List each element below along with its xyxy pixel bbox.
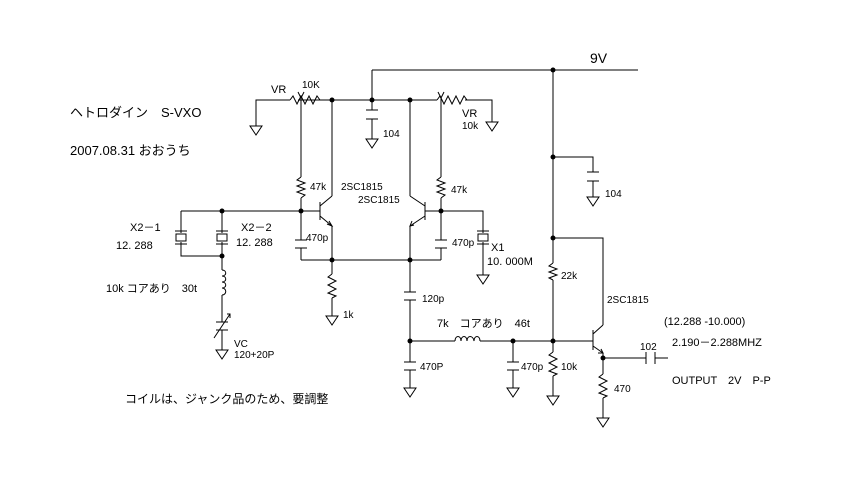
- junction: [369, 97, 375, 103]
- capacitor-470p-mid: [435, 239, 447, 249]
- label-freq-calc: (12.288 -10.000): [664, 316, 745, 328]
- transistor-left: [319, 195, 334, 228]
- ground-icon: [485, 121, 499, 132]
- junction: [550, 338, 556, 344]
- junction: [407, 97, 413, 103]
- ground-icon: [215, 349, 229, 360]
- junction: [298, 208, 304, 214]
- coil-note: コイルは、ジャンク品のため、要調整: [125, 391, 328, 406]
- label-vc-value: 120+20P: [234, 350, 275, 361]
- resistor-47k-left: [295, 176, 307, 199]
- label-cap-mid: 470p: [452, 238, 475, 249]
- ground-icon: [476, 274, 490, 285]
- label-cap-left: 470p: [306, 233, 329, 244]
- capacitor-120p: [404, 291, 416, 301]
- junction: [550, 154, 556, 160]
- label-vr-right: VR: [462, 108, 477, 120]
- label-output: OUTPUT 2V P-P: [672, 375, 771, 387]
- junction: [219, 208, 225, 214]
- label-tr-right: 2SC1815: [358, 195, 400, 206]
- label-x2-2-freq: 12. 288: [236, 237, 273, 249]
- crystals: [175, 230, 489, 245]
- crystal-x2-2: [216, 230, 228, 245]
- junction: [407, 257, 413, 263]
- ground-icon: [506, 387, 520, 398]
- transistor-output: [592, 324, 604, 354]
- label-vr-left-value: 10K: [302, 80, 320, 91]
- date-author: 2007.08.31 おおうち: [70, 143, 191, 158]
- label-x1: X1: [491, 242, 504, 254]
- junction: [600, 355, 606, 361]
- supply-voltage: 9V: [590, 50, 608, 66]
- capacitors: [295, 109, 656, 371]
- ground-icon: [546, 395, 560, 406]
- label-vc: VC: [234, 339, 248, 350]
- ground-icon: [586, 196, 600, 207]
- crystal-x1: [477, 230, 489, 245]
- label-r-470: 470: [614, 384, 631, 395]
- label-r-emitter: 1k: [343, 310, 355, 321]
- label-cap-right: 104: [605, 189, 622, 200]
- label-cap-120p: 120p: [422, 294, 445, 305]
- label-vr-right-value: 10k: [462, 121, 479, 132]
- resistor-vr-left: [289, 91, 321, 106]
- label-r-right-base: 47k: [451, 185, 468, 196]
- transistor-right: [409, 195, 426, 227]
- junction: [329, 97, 335, 103]
- junction: [219, 253, 225, 259]
- resistor-1k: [326, 273, 338, 299]
- ground-icon: [249, 125, 263, 136]
- label-cap-top: 104: [383, 129, 400, 140]
- label-r-22k: 22k: [561, 271, 578, 282]
- label-x2-2: X2－2: [241, 222, 272, 234]
- label-tr-output: 2SC1815: [607, 295, 649, 306]
- capacitor-470p-out: [507, 361, 519, 371]
- ground-icon: [325, 315, 339, 326]
- resistor-470: [597, 373, 609, 399]
- junctions: [219, 67, 606, 361]
- label-coil-left: 10k コアあり 30t: [106, 282, 197, 295]
- label-x1-freq: 10. 000M: [487, 256, 533, 268]
- labels: ヘトロダイン S-VXO 2007.08.31 おおうち コイルは、ジャンク品の…: [70, 50, 771, 406]
- resistor-10k: [547, 351, 559, 377]
- label-r-left-base: 47k: [310, 182, 327, 193]
- label-vr-left: VR: [271, 84, 286, 96]
- label-r-10k: 10k: [561, 362, 578, 373]
- label-coil-right: 7k コアあり 46t: [437, 317, 530, 330]
- capacitor-470p-left: [295, 239, 307, 249]
- ground-icon: [403, 387, 417, 398]
- resistor-47k-right: [435, 176, 447, 199]
- variable-capacitor-vc: [213, 313, 231, 339]
- label-x2-1-freq: 12. 288: [116, 240, 153, 252]
- label-cap-470p-out: 470p: [521, 362, 544, 373]
- coil-right: [454, 336, 481, 342]
- capacitor-104-right: [587, 171, 599, 182]
- junction: [407, 338, 413, 344]
- junction: [550, 67, 556, 73]
- resistor-vr-right: [436, 91, 468, 106]
- ground-symbols: [215, 121, 610, 428]
- junction: [550, 235, 556, 241]
- capacitor-470P: [404, 361, 416, 371]
- label-tr-left: 2SC1815: [341, 182, 383, 193]
- junction: [510, 338, 516, 344]
- crystal-x2-1: [175, 230, 187, 245]
- ground-icon: [365, 138, 379, 149]
- wires: [180, 69, 668, 418]
- capacitor-102: [645, 352, 656, 364]
- label-freq-range: 2.190－2.288MHZ: [672, 337, 762, 349]
- label-cap-102: 102: [640, 342, 657, 353]
- label-cap-470P: 470P: [420, 362, 444, 373]
- ground-icon: [596, 417, 610, 428]
- coil-left: [221, 269, 227, 296]
- label-x2-1: X2－1: [130, 222, 161, 234]
- junction: [329, 257, 335, 263]
- diagram-title: ヘトロダイン S-VXO: [70, 105, 201, 120]
- junction: [438, 208, 444, 214]
- capacitor-104-top: [366, 109, 378, 120]
- resistor-22k: [547, 262, 559, 281]
